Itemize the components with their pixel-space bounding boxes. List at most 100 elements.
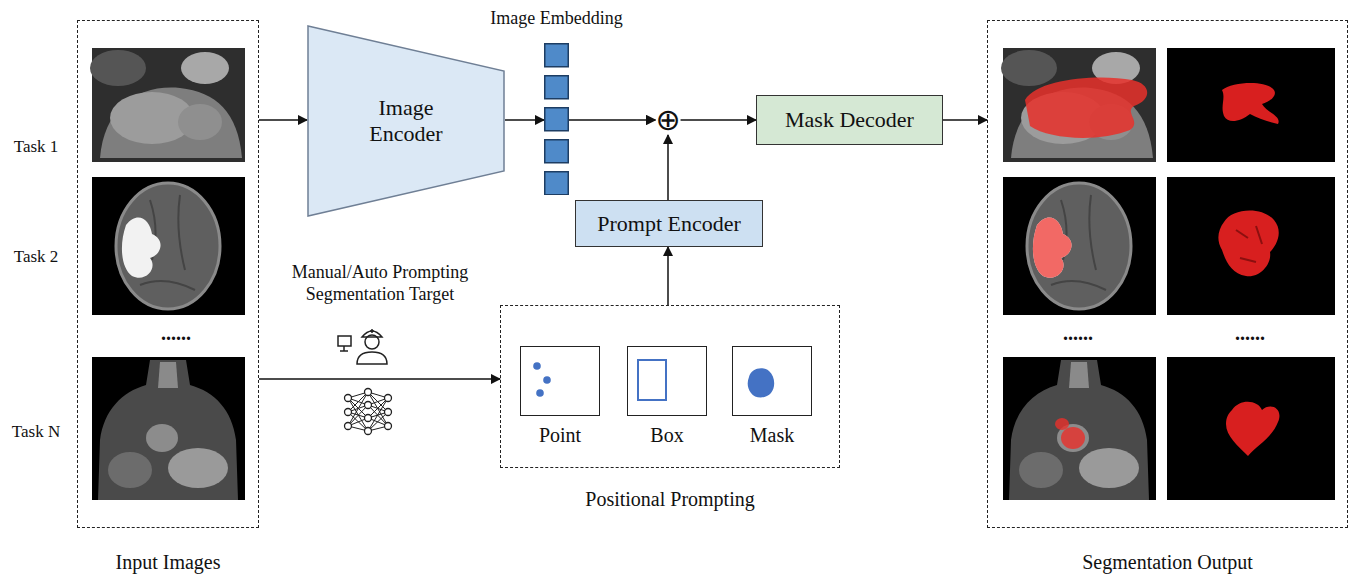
node-label: Image Embedding bbox=[490, 8, 622, 29]
network-icon-part-part bbox=[365, 389, 372, 396]
clinician-icon-part bbox=[338, 336, 351, 346]
network-icon-part-part bbox=[345, 423, 352, 430]
cardiac-image-part bbox=[181, 52, 229, 84]
ellipsis-mark: ...... bbox=[1063, 322, 1093, 345]
prompt-panel: Positional PromptingPointBoxMask bbox=[500, 305, 840, 468]
prompt-glyph-part bbox=[536, 389, 544, 397]
torso-image-part bbox=[168, 448, 228, 488]
mask-renders-part bbox=[1167, 48, 1335, 162]
flow-arrow bbox=[259, 119, 307, 121]
node-label: Mask Decoder bbox=[785, 107, 914, 133]
ellipsis-mark: ...... bbox=[161, 322, 191, 345]
embedding-column: Image Embedding bbox=[544, 43, 569, 195]
task-label: Task 2 bbox=[14, 247, 59, 267]
mask-renders bbox=[1167, 48, 1335, 500]
prompt-glyph bbox=[521, 347, 599, 415]
task-label: Task 1 bbox=[14, 137, 59, 157]
mask-prompt: Mask bbox=[732, 346, 812, 416]
mask-renders-part bbox=[1167, 357, 1335, 500]
flow-arrow bbox=[667, 135, 669, 200]
embedding-cells bbox=[544, 43, 569, 195]
node-label: Box bbox=[650, 424, 683, 447]
prompt-glyph bbox=[733, 347, 811, 415]
box-prompt: Box bbox=[627, 346, 707, 416]
network-icon-part-part bbox=[385, 409, 392, 416]
brain-image bbox=[92, 177, 245, 315]
prompt-glyph-part bbox=[543, 376, 551, 384]
embedding-cells-part bbox=[545, 172, 569, 195]
embedding-cells-part bbox=[545, 108, 569, 131]
mask-renders-part bbox=[1236, 226, 1262, 262]
torso-image-part bbox=[158, 362, 178, 388]
network-icon-part-part bbox=[385, 395, 392, 402]
torso-image-part bbox=[92, 357, 245, 500]
task-label: Task N bbox=[12, 422, 60, 442]
network-icon-part bbox=[348, 392, 388, 431]
embedding-cells-part bbox=[545, 76, 569, 99]
embedding-cells-part bbox=[545, 140, 569, 163]
network-icon-part-part bbox=[345, 409, 352, 416]
network-icon-part-part bbox=[365, 402, 372, 409]
mask-renders-part bbox=[1222, 83, 1279, 124]
input-panel: Input Images bbox=[77, 20, 259, 528]
edge-label: Manual/Auto Prompting Segmentation Targe… bbox=[270, 262, 490, 305]
prompt-glyph-part bbox=[748, 368, 775, 397]
network-icon-part-part bbox=[385, 423, 392, 430]
node-label: Input Images bbox=[116, 551, 221, 574]
overlay-images-part bbox=[1003, 357, 1156, 500]
flow-arrow bbox=[259, 378, 500, 380]
clinician-icon bbox=[338, 329, 387, 364]
torso-image-part bbox=[98, 360, 238, 500]
brain-image-part bbox=[92, 177, 245, 315]
prompt-glyph-part bbox=[533, 362, 541, 370]
mask-renders-part bbox=[1226, 402, 1279, 456]
flow-arrow bbox=[569, 119, 655, 121]
clinician-icon-part bbox=[357, 352, 387, 364]
torso-image-part bbox=[146, 424, 178, 452]
mask-renders-part bbox=[1167, 177, 1335, 315]
network-icon-part-part bbox=[345, 395, 352, 402]
cardiac-image-part bbox=[90, 50, 146, 86]
embedding-cells-part bbox=[545, 44, 569, 67]
overlay-images-part bbox=[1025, 77, 1147, 137]
torso-image-part bbox=[108, 452, 152, 488]
encoder-trapezoid: Image Encoder bbox=[307, 25, 505, 217]
network-icon bbox=[345, 389, 392, 435]
point-prompt: Point bbox=[520, 346, 600, 416]
prompt-glyph-part bbox=[638, 360, 666, 400]
overlay-images bbox=[1001, 48, 1156, 500]
prompt-encoder-box: Prompt Encoder bbox=[575, 200, 763, 247]
node-label: ⊕ bbox=[655, 105, 680, 135]
ellipsis-mark: ...... bbox=[1235, 322, 1265, 345]
node-label: Image Encoder bbox=[351, 95, 461, 148]
clinician-icon-part bbox=[370, 329, 374, 333]
node-label: Segmentation Output bbox=[1082, 551, 1253, 574]
flow-arrow bbox=[943, 119, 987, 121]
torso-image bbox=[92, 357, 245, 500]
network-icon-part-part bbox=[365, 415, 372, 422]
cardiac-image-part bbox=[100, 88, 242, 158]
brain-image-part bbox=[122, 218, 161, 278]
overlay-images-part bbox=[1033, 218, 1072, 278]
brain-image-part bbox=[116, 183, 220, 309]
cardiac-image-part bbox=[178, 104, 222, 140]
cardiac-image bbox=[90, 48, 245, 162]
network-icon-part-part bbox=[365, 428, 372, 435]
overlay-images-part bbox=[1061, 427, 1085, 449]
prompt-glyph bbox=[628, 347, 706, 415]
mask-renders-part bbox=[1218, 210, 1278, 276]
node-label: Positional Prompting bbox=[585, 488, 754, 511]
overlay-images-part bbox=[1001, 48, 1156, 162]
node-label: Mask bbox=[750, 424, 794, 447]
overlay-images-part bbox=[1055, 418, 1069, 430]
flow-arrow bbox=[505, 119, 544, 121]
decoder-box: Mask Decoder bbox=[756, 95, 943, 145]
node-label: Prompt Encoder bbox=[597, 211, 741, 237]
flow-arrow bbox=[681, 119, 756, 121]
network-icon-part bbox=[345, 389, 392, 435]
output-panel: Segmentation Output bbox=[987, 20, 1348, 528]
clinician-icon-part bbox=[340, 346, 348, 351]
node-label: Point bbox=[539, 424, 581, 447]
